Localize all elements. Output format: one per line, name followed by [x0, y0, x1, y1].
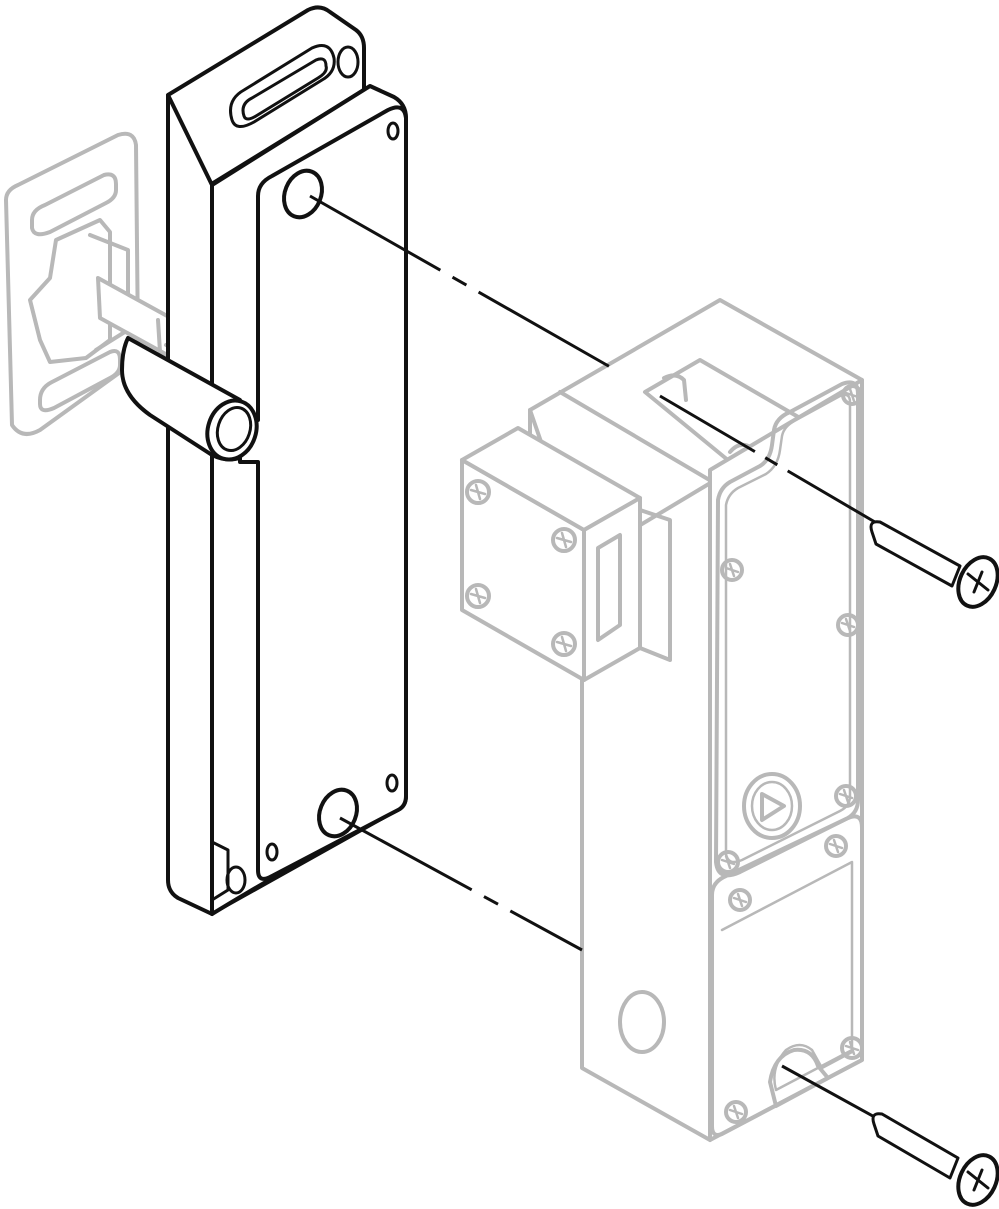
phillips-cross-icon — [966, 570, 990, 594]
cover-screw-icon — [716, 384, 864, 1124]
phillips-cross-icon — [966, 1168, 990, 1192]
release-button-icon — [742, 772, 802, 840]
mounting-plate — [120, 5, 408, 916]
head-screw-icon — [465, 479, 577, 657]
assembly-axis-lines — [309, 194, 881, 1122]
mounting-screw-top — [869, 520, 999, 609]
mounting-screw-bottom — [871, 1112, 999, 1207]
safety-switch-body — [460, 298, 864, 1142]
